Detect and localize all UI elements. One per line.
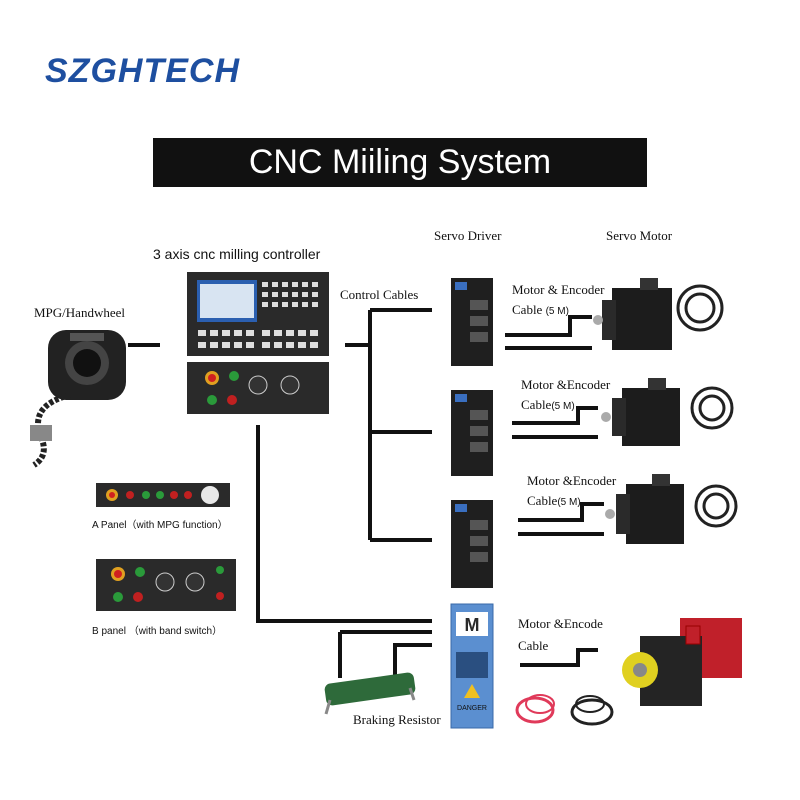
wiring-lines	[128, 308, 604, 678]
braking-resistor-label: Braking Resistor	[353, 712, 441, 727]
motor-cable-4a	[520, 648, 598, 667]
servo-motor-2-image	[601, 378, 734, 446]
motor-cable-2a	[512, 406, 598, 425]
cable-caption-2: Motor &Encoder Cable(5 M)	[521, 375, 610, 417]
cable-caption-line2: Cable	[527, 493, 558, 508]
servo-motor-label: Servo Motor	[606, 228, 673, 243]
spindle-motor-image	[622, 618, 742, 706]
spindle-driver-image: M DANGER	[450, 603, 494, 729]
cable-caption-4: Motor &Encode Cable	[518, 613, 603, 657]
control-cables-label: Control Cables	[340, 287, 419, 302]
servo-driver-1-image	[451, 278, 493, 366]
mpg-handwheel-image	[30, 330, 126, 468]
cable-length: (5 M)	[551, 401, 575, 412]
mpg-label: MPG/Handwheel	[34, 305, 125, 320]
cable-caption-line1: Motor &Encoder	[521, 377, 611, 392]
cable-caption-line1: Motor & Encoder	[512, 282, 605, 297]
spindle-driver-warning: DANGER	[457, 705, 487, 712]
diagram-title-bar: CNC Miiling System	[153, 138, 647, 187]
controller-to-spindle-driver	[256, 425, 432, 623]
b-panel-image	[96, 559, 236, 611]
brand-logo: SZGHTECH	[45, 52, 240, 90]
a-panel-image	[96, 483, 230, 507]
braking-resistor-image	[324, 672, 416, 715]
cable-caption-line1: Motor &Encode	[518, 616, 603, 631]
cable-caption-1: Motor & Encoder Cable (5 M)	[512, 280, 604, 322]
cable-caption-line2: Cable	[518, 638, 549, 653]
a-panel-label: A Panel（with MPG function）	[92, 520, 228, 531]
cable-caption-3: Motor &Encoder Cable(5 M)	[527, 471, 616, 513]
b-panel-label: B panel （with band switch）	[92, 626, 223, 637]
motor-cable-1a	[505, 315, 592, 337]
diagram-title: CNC Miiling System	[248, 143, 552, 181]
servo-motor-1-image	[593, 278, 724, 350]
cable-caption-line1: Motor &Encoder	[527, 473, 617, 488]
motor-cable-3a	[518, 502, 604, 522]
cnc-controller-image	[187, 272, 329, 414]
cable-caption-line2: Cable	[512, 302, 543, 317]
resistor-drop-right	[393, 643, 432, 678]
cable-length: (5 M)	[557, 497, 581, 508]
servo-driver-label: Servo Driver	[434, 228, 502, 243]
spindle-cable-coils	[515, 694, 614, 726]
spindle-driver-badge: M	[465, 615, 480, 635]
cable-caption-line2: Cable	[521, 397, 552, 412]
cable-length: (5 M)	[545, 306, 569, 317]
servo-motor-3-image	[605, 474, 738, 544]
servo-driver-2-image	[451, 390, 493, 476]
servo-driver-3-image	[451, 500, 493, 588]
controller-label: 3 axis cnc milling controller	[153, 246, 321, 262]
